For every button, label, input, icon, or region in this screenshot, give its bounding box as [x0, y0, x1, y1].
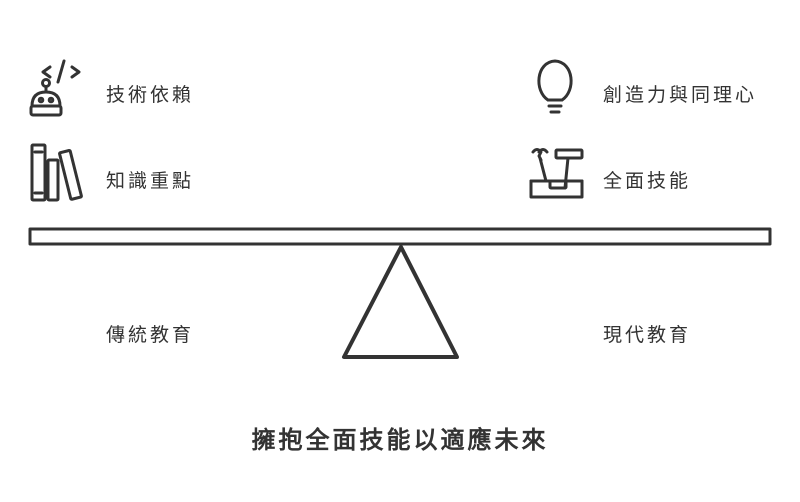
robot-code-icon [29, 59, 81, 117]
diagram-caption: 擁抱全面技能以適應未來 [251, 426, 549, 454]
books-icon [30, 143, 83, 202]
label-comprehensive-skills: 全面技能 [603, 170, 692, 192]
lightbulb-icon [537, 59, 573, 114]
toolbox-icon [529, 148, 584, 199]
seesaw-beam [28, 227, 772, 246]
label-tech-dependence: 技術依賴 [106, 84, 195, 106]
label-modern-education: 現代教育 [603, 324, 692, 346]
label-creativity-empathy: 創造力與同理心 [603, 84, 758, 106]
seesaw-fulcrum [342, 245, 459, 359]
label-traditional-education: 傳統教育 [106, 324, 195, 346]
label-knowledge-focus: 知識重點 [106, 170, 195, 192]
